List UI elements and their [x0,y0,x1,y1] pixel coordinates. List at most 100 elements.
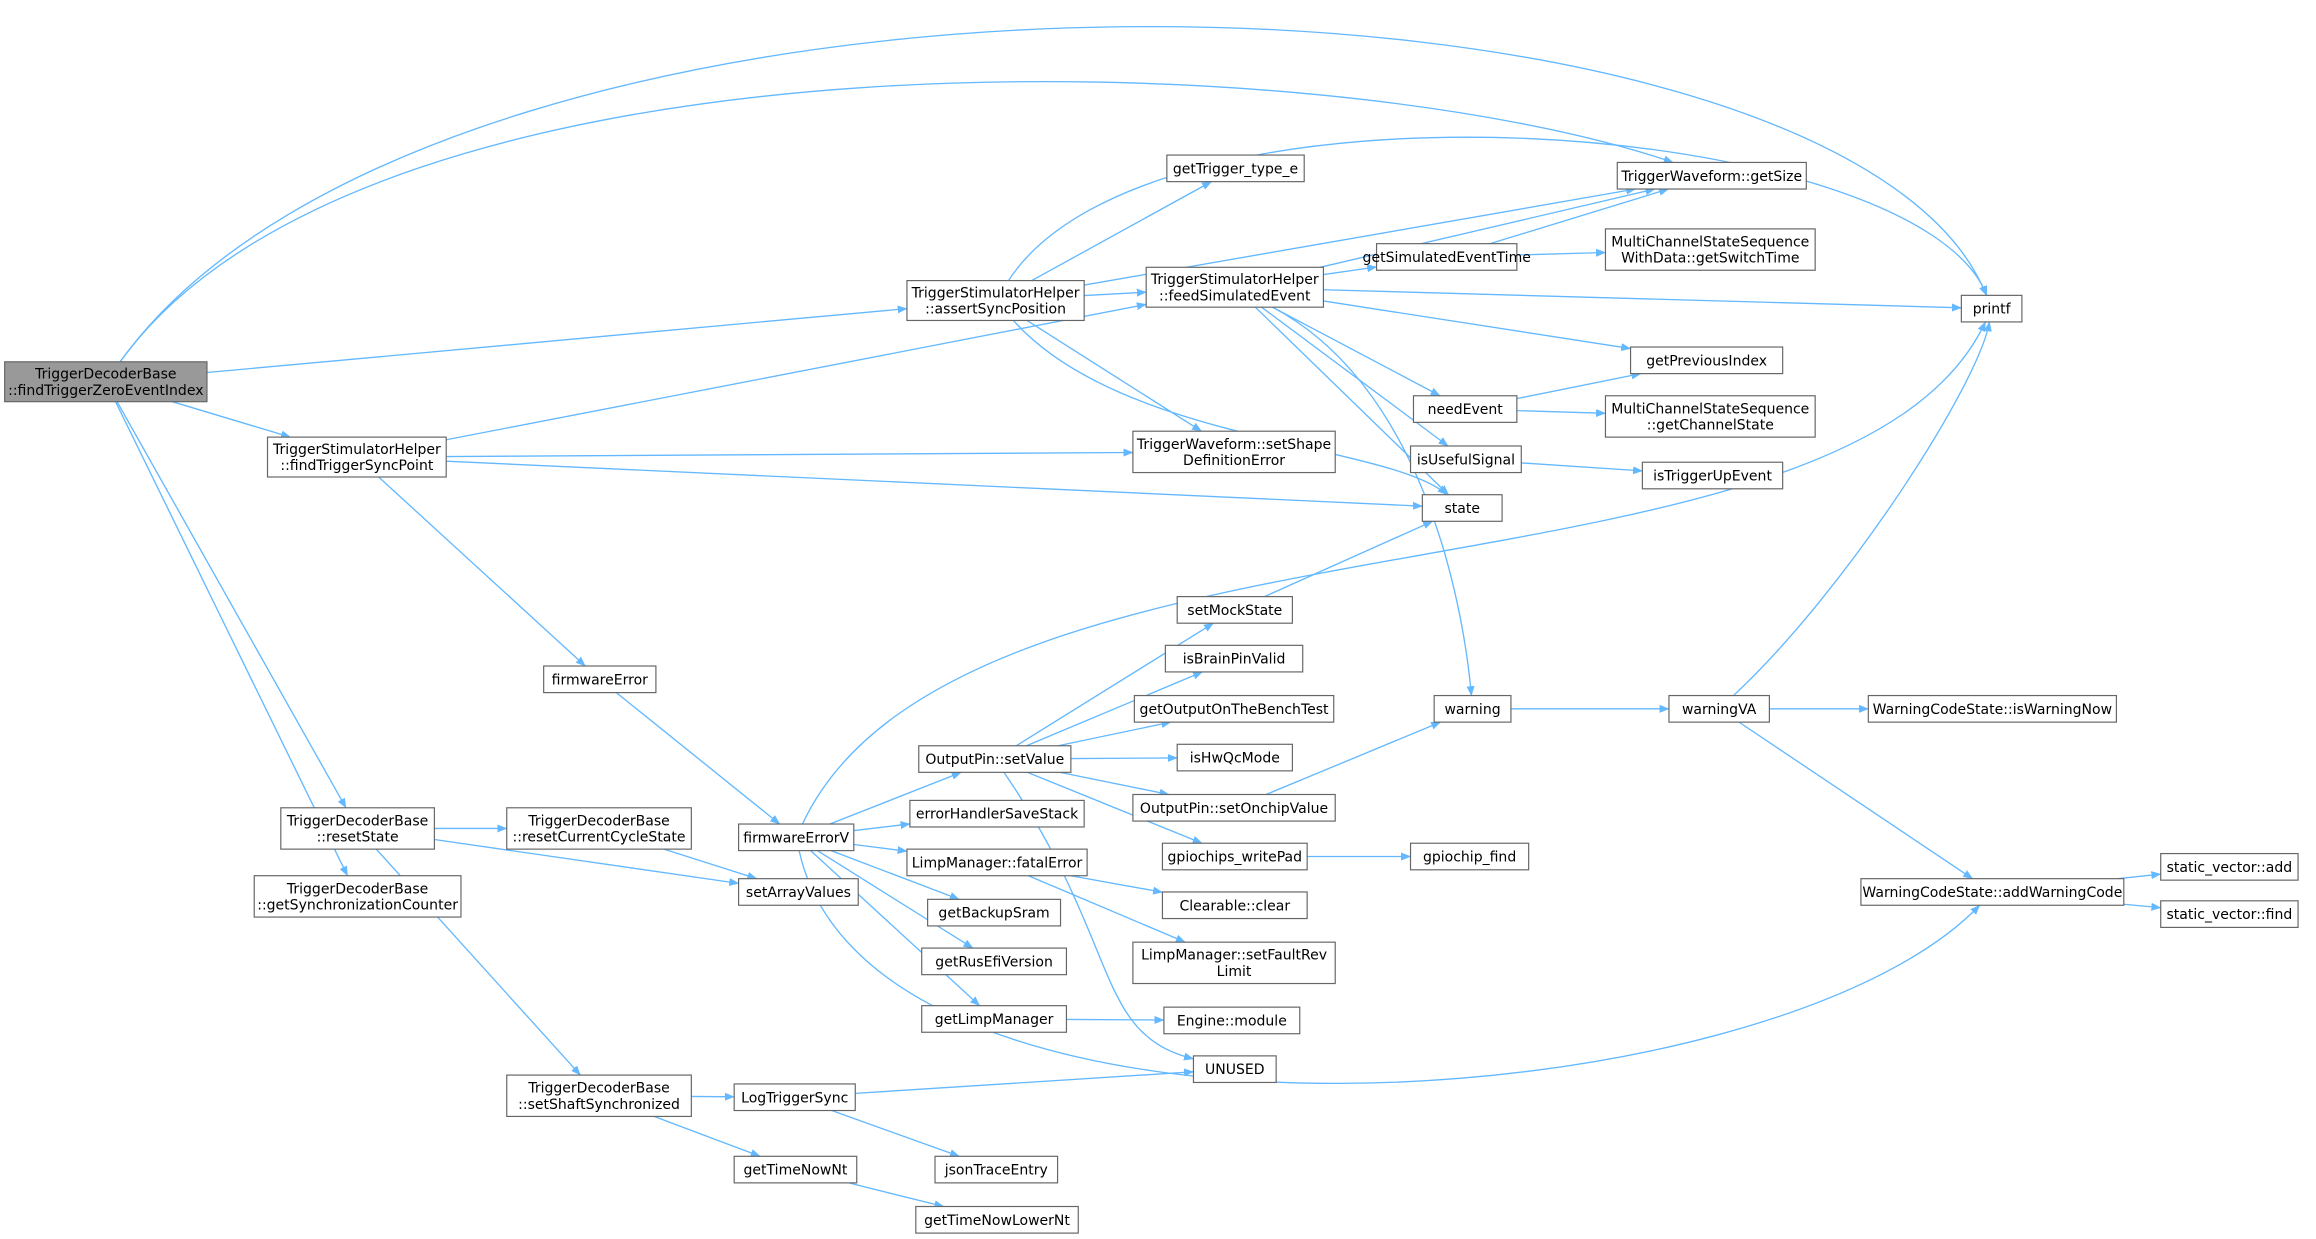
node-isHwQcMode[interactable]: isHwQcMode [1176,743,1293,772]
node-svAdd[interactable]: static_vector::add [2160,852,2299,881]
node-box [921,1005,1068,1033]
node-isTriggerUpEvent[interactable]: isTriggerUpEvent [1641,461,1784,490]
node-label: TriggerDecoderBase [527,1081,669,1097]
node-getBackupSram[interactable]: getBackupSram [927,898,1062,927]
node-isBrainPinValid[interactable]: isBrainPinValid [1164,644,1304,673]
node-box [1132,941,1336,985]
node-warning[interactable]: warning [1433,694,1512,723]
node-addWarningCode[interactable]: WarningCodeState::addWarningCode [1860,878,2125,906]
node-getTimeNowLowerNt[interactable]: getTimeNowLowerNt [915,1205,1079,1234]
call-edge-root-to-findTriggerSyncPoint [172,401,290,437]
node-getTimeNowNt[interactable]: getTimeNowNt [733,1155,858,1184]
node-fatalError[interactable]: LimpManager::fatalError [906,848,1088,877]
node-svFind[interactable]: static_vector::find [2160,900,2299,928]
node-label: DefinitionError [1183,453,1285,469]
node-label: gpiochip_find [1423,850,1516,866]
node-label: TriggerStimulatorHelper [1150,272,1319,288]
node-label: getTrigger_type_e [1173,161,1298,177]
node-setMockState[interactable]: setMockState [1176,596,1293,624]
node-getSize[interactable]: TriggerWaveform::getSize [1616,161,1807,190]
node-LogTriggerSync[interactable]: LogTriggerSync [733,1083,856,1112]
call-edge-setValue-to-setMockState [1015,622,1213,747]
node-getSwitchTime[interactable]: MultiChannelStateSequenceWithData::getSw… [1604,228,1816,271]
node-label: printf [1973,302,2012,318]
node-getPreviousIndex[interactable]: getPreviousIndex [1629,346,1784,375]
node-setArrayValues[interactable]: setArrayValues [738,878,859,906]
node-label: getBackupSram [938,906,1049,922]
call-edge-fatalError-to-setFaultRevLimit [1028,875,1185,943]
node-getSynchronizationCounter[interactable]: TriggerDecoderBase::getSynchronizationCo… [253,875,462,918]
node-root[interactable]: TriggerDecoderBase::findTriggerZeroEvent… [4,361,208,403]
call-edge-findTriggerSyncPoint-to-feedSimulatedEvent [446,304,1146,441]
node-findTriggerSyncPoint[interactable]: TriggerStimulatorHelper::findTriggerSync… [266,436,447,478]
node-getChannelState[interactable]: MultiChannelStateSequence::getChannelSta… [1604,395,1816,438]
node-box [1867,694,2118,723]
node-firmwareError[interactable]: firmwareError [543,665,657,694]
node-printf[interactable]: printf [1960,294,2023,323]
call-edge-firmwareErrorV-to-getLimpManager [810,850,980,1007]
node-assertSyncPosition[interactable]: TriggerStimulatorHelper::assertSyncPosit… [906,279,1085,322]
node-label: ::assertSyncPosition [925,302,1066,318]
node-label: TriggerStimulatorHelper [272,442,441,458]
node-needEvent[interactable]: needEvent [1412,395,1518,423]
node-setOnchipValue[interactable]: OutputPin::setOnchipValue [1132,793,1336,822]
node-label: OutputPin::setOnchipValue [1140,801,1328,817]
node-box [1164,644,1304,673]
node-box [906,279,1085,322]
node-isUsefulSignal[interactable]: isUsefulSignal [1409,445,1522,474]
node-isWarningNow[interactable]: WarningCodeState::isWarningNow [1867,694,2118,723]
node-getOutputOnTheBenchTest[interactable]: getOutputOnTheBenchTest [1133,694,1335,723]
node-label: TriggerDecoderBase [34,367,176,383]
node-box [1133,694,1335,723]
node-box [1145,266,1324,308]
node-box [909,799,1085,828]
node-box [1960,294,2023,323]
call-edge-fatalError-to-clear [1070,875,1163,893]
node-clear[interactable]: Clearable::clear [1161,891,1308,920]
call-edge-root-to-assertSyncPosition [206,309,907,374]
node-getLimpManager[interactable]: getLimpManager [921,1005,1068,1033]
node-box [2160,900,2299,928]
node-getRusEfiVersion[interactable]: getRusEfiVersion [921,947,1068,976]
node-errorHandlerSaveStack[interactable]: errorHandlerSaveStack [909,799,1085,828]
call-edge-setValue-to-isBrainPinValid [1026,671,1202,747]
node-getSimulatedEventTime[interactable]: getSimulatedEventTime [1363,243,1531,271]
node-resetState[interactable]: TriggerDecoderBase::resetState [280,807,435,850]
node-label: getLimpManager [935,1012,1054,1028]
node-engineModule[interactable]: Engine::module [1163,1006,1301,1035]
node-feedSimulatedEvent[interactable]: TriggerStimulatorHelper::feedSimulatedEv… [1145,266,1324,308]
call-edge-feedSimulatedEvent-to-getSize [1319,189,1655,268]
call-edge-warningVA-to-addWarningCode [1738,721,1973,880]
node-label: isUsefulSignal [1417,452,1515,468]
node-label: MultiChannelStateSequence [1611,234,1809,250]
node-gpiochips_writePad[interactable]: gpiochips_writePad [1161,842,1308,871]
node-label: gpiochips_writePad [1168,850,1303,866]
node-label: isBrainPinValid [1183,652,1286,668]
node-state[interactable]: state [1421,494,1503,522]
call-edge-getSimulatedEventTime-to-getSwitchTime [1516,253,1606,255]
call-edge-resetCurrentCycleState-to-setArrayValues [663,848,757,879]
call-edge-findTriggerSyncPoint-to-state [446,460,1422,506]
node-setShaftSynchronized[interactable]: TriggerDecoderBase::setShaftSynchronized [506,1074,692,1118]
node-setValue[interactable]: OutputPin::setValue [918,745,1072,773]
node-box [918,745,1072,773]
node-label: isHwQcMode [1190,751,1280,767]
node-gpiochip_find[interactable]: gpiochip_find [1409,842,1530,871]
call-edge-firmwareErrorV-to-getRusEfiVersion [817,850,972,949]
node-getTrigger_type_e[interactable]: getTrigger_type_e [1166,154,1305,183]
node-UNUSED[interactable]: UNUSED [1192,1055,1277,1084]
node-box [927,898,1062,927]
call-edge-resetState-to-setArrayValues [434,838,738,884]
node-jsonTraceEntry[interactable]: jsonTraceEntry [934,1155,1059,1184]
call-edge-findTriggerSyncPoint-to-setShapeDefinitionError [446,452,1133,458]
node-warningVA[interactable]: warningVA [1668,694,1770,723]
node-label: getPreviousIndex [1646,353,1767,369]
call-edge-assertSyncPosition-to-feedSimulatedEvent [1084,292,1146,295]
node-resetCurrentCycleState[interactable]: TriggerDecoderBase::resetCurrentCycleSta… [506,807,692,850]
call-edge-getTimeNowNt-to-getTimeNowLowerNt [848,1182,944,1207]
node-box [1132,430,1336,474]
node-firmwareErrorV[interactable]: firmwareErrorV [738,823,855,852]
